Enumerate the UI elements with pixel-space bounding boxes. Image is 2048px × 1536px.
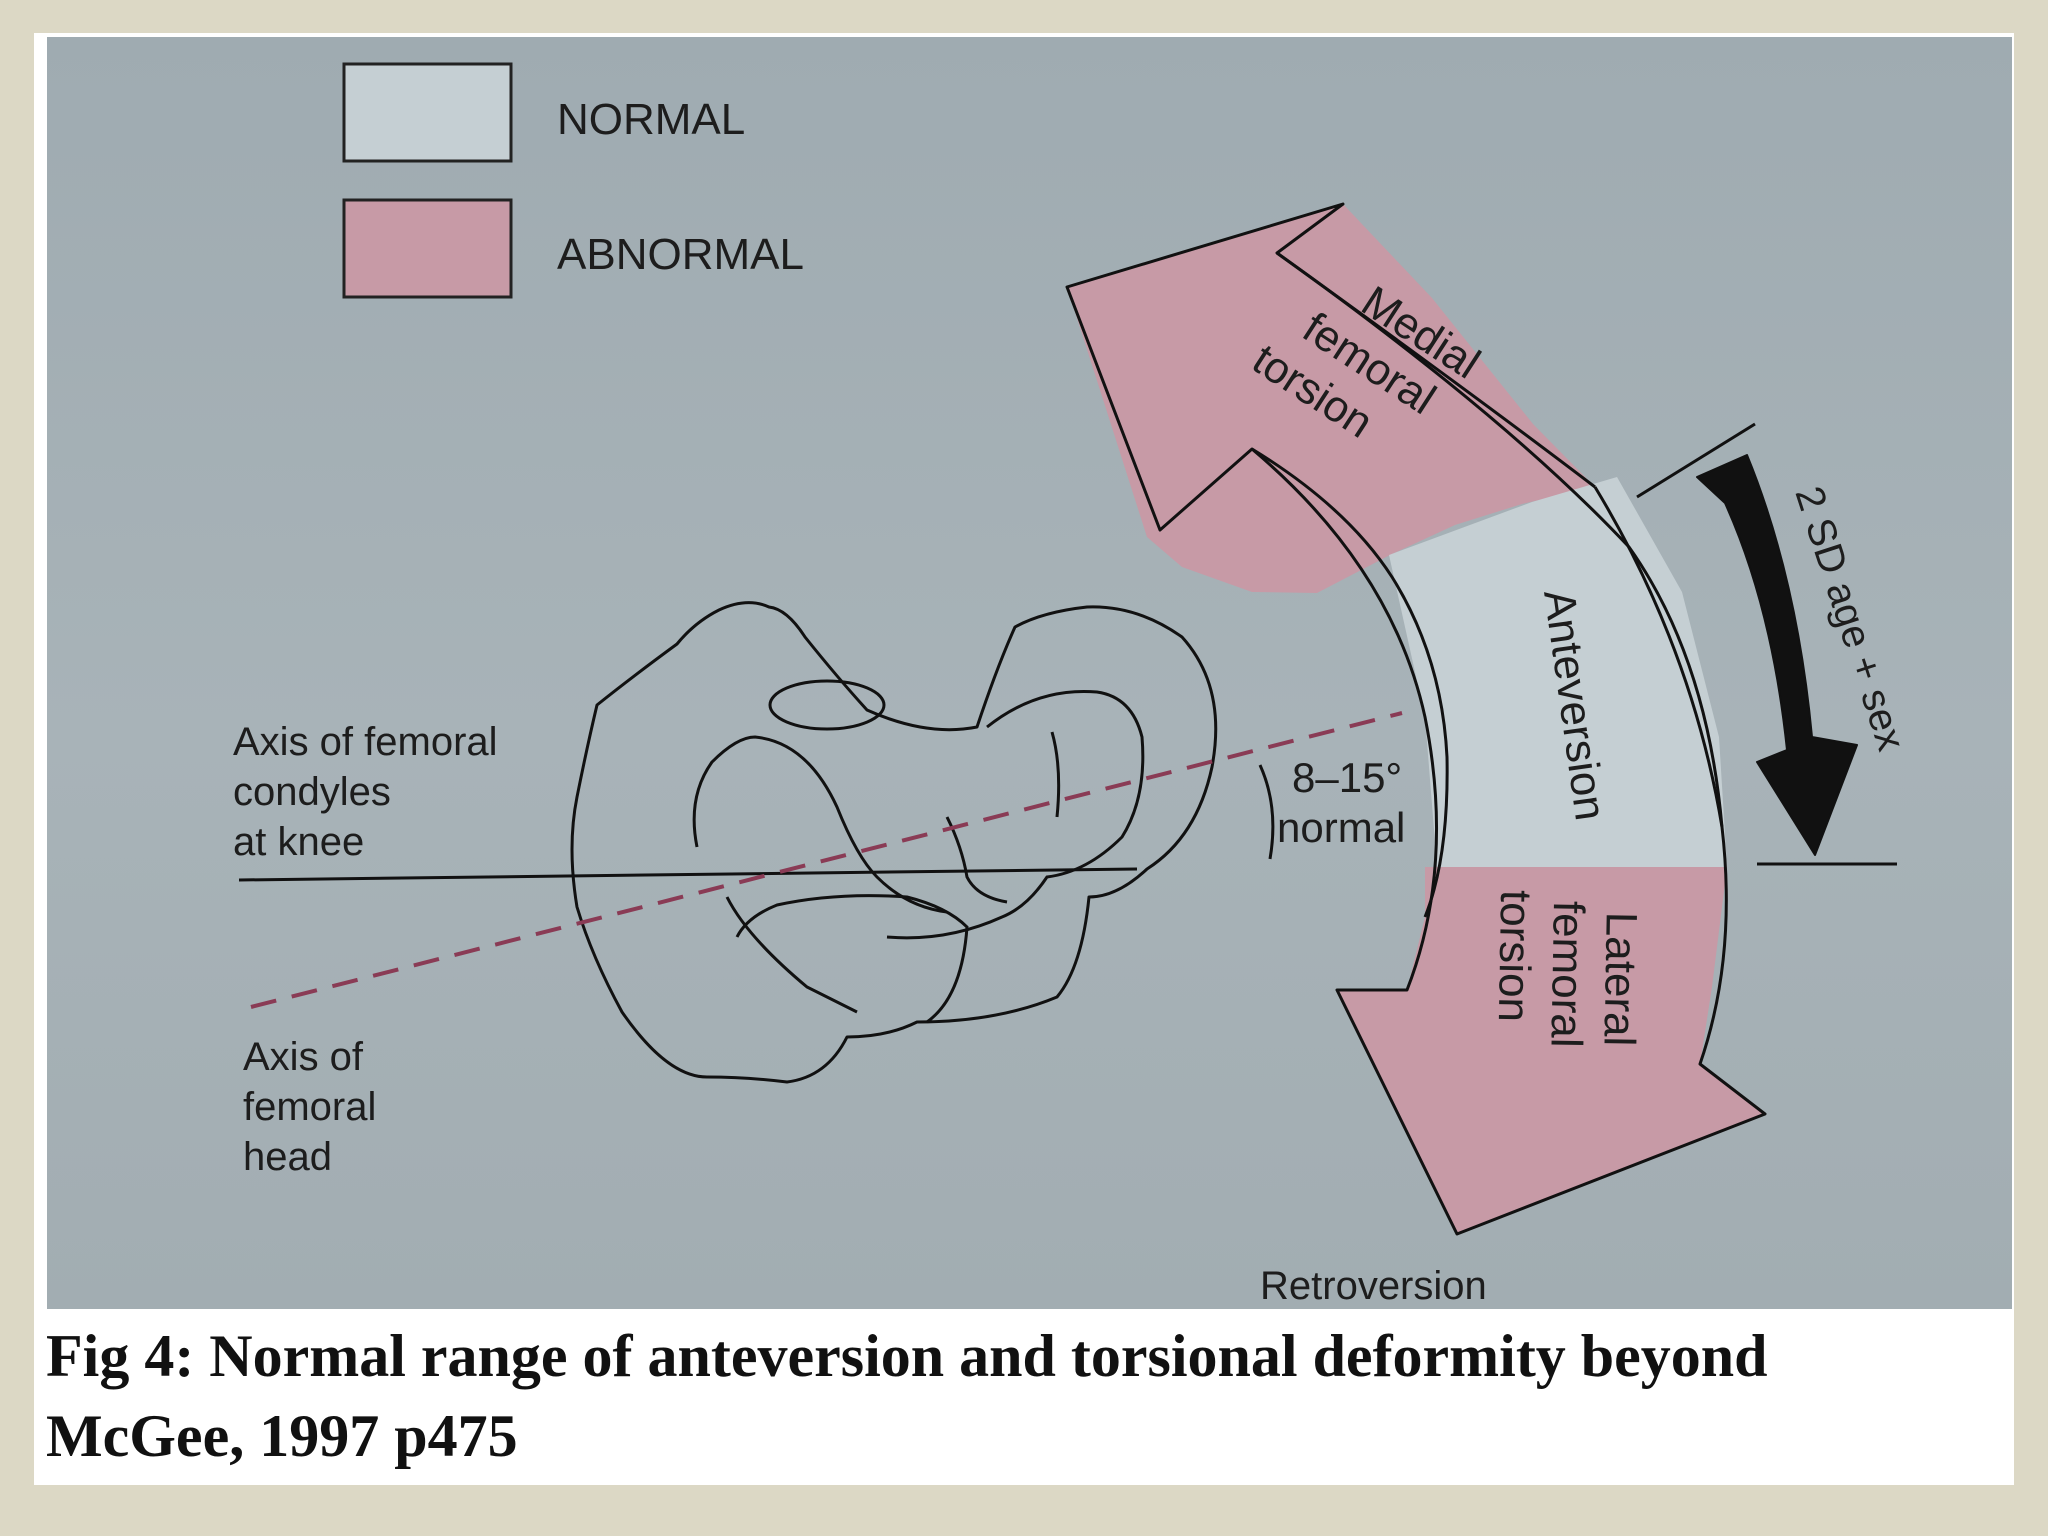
- femur-shaft-line: [945, 816, 1008, 904]
- femur-head-inner: [1050, 731, 1061, 818]
- femur-head-contour: [886, 689, 1145, 940]
- arrow-inner-arc: [1251, 447, 1449, 918]
- femur-condyle-line: [725, 896, 858, 1014]
- head-axis-label-3: head: [243, 1135, 332, 1179]
- femur-inner-contour: [692, 735, 948, 914]
- condyle-axis-label-1: Axis of femoral: [233, 720, 498, 764]
- arrow-inner-outline: [1276, 251, 1724, 828]
- condyle-axis-label-3: at knee: [233, 820, 364, 864]
- head-axis-dashed-line: [250, 711, 1403, 1009]
- legend-abnormal-swatch: [342, 198, 513, 299]
- svg-text:Lateral: Lateral: [1594, 911, 1645, 1046]
- lateral-torsion-arrow: [1337, 867, 1765, 1234]
- angle-normal-label: normal: [1277, 804, 1405, 851]
- svg-text:torsion: torsion: [1489, 890, 1540, 1023]
- legend-normal-label: NORMAL: [557, 95, 745, 144]
- head-axis-label-2: femoral: [243, 1085, 376, 1129]
- torsion-diagram: NORMAL ABNORMAL Medial femoral torsion A…: [233, 62, 1913, 1308]
- angle-arc: [1258, 764, 1275, 860]
- angle-range-label: 8–15°: [1292, 754, 1402, 801]
- condyle-axis-label-2: condyles: [233, 770, 391, 814]
- head-axis-label-1: Axis of: [243, 1035, 364, 1079]
- lateral-torsion-label: Lateral femoral torsion: [1489, 890, 1646, 1048]
- femur-outline: [570, 601, 1218, 1084]
- condyle-axis-line: [238, 867, 1138, 882]
- retroversion-label: Retroversion: [1260, 1264, 1487, 1308]
- femur-notch-contour: [735, 894, 969, 1024]
- legend-normal-swatch: [342, 62, 513, 163]
- patella-shape: [768, 679, 886, 731]
- caption-line-1: Fig 4: Normal range of anteversion and t…: [46, 1323, 1768, 1389]
- figure-caption: Fig 4: Normal range of anteversion and t…: [46, 1316, 2006, 1476]
- svg-text:femoral: femoral: [1541, 900, 1593, 1048]
- caption-line-2: McGee, 1997 p475: [46, 1403, 518, 1469]
- sd-double-arrow: [1696, 454, 1858, 856]
- legend-abnormal-label: ABNORMAL: [557, 230, 804, 279]
- diagram-figure: NORMAL ABNORMAL Medial femoral torsion A…: [47, 37, 2012, 1309]
- sd-upper-tick: [1636, 422, 1756, 499]
